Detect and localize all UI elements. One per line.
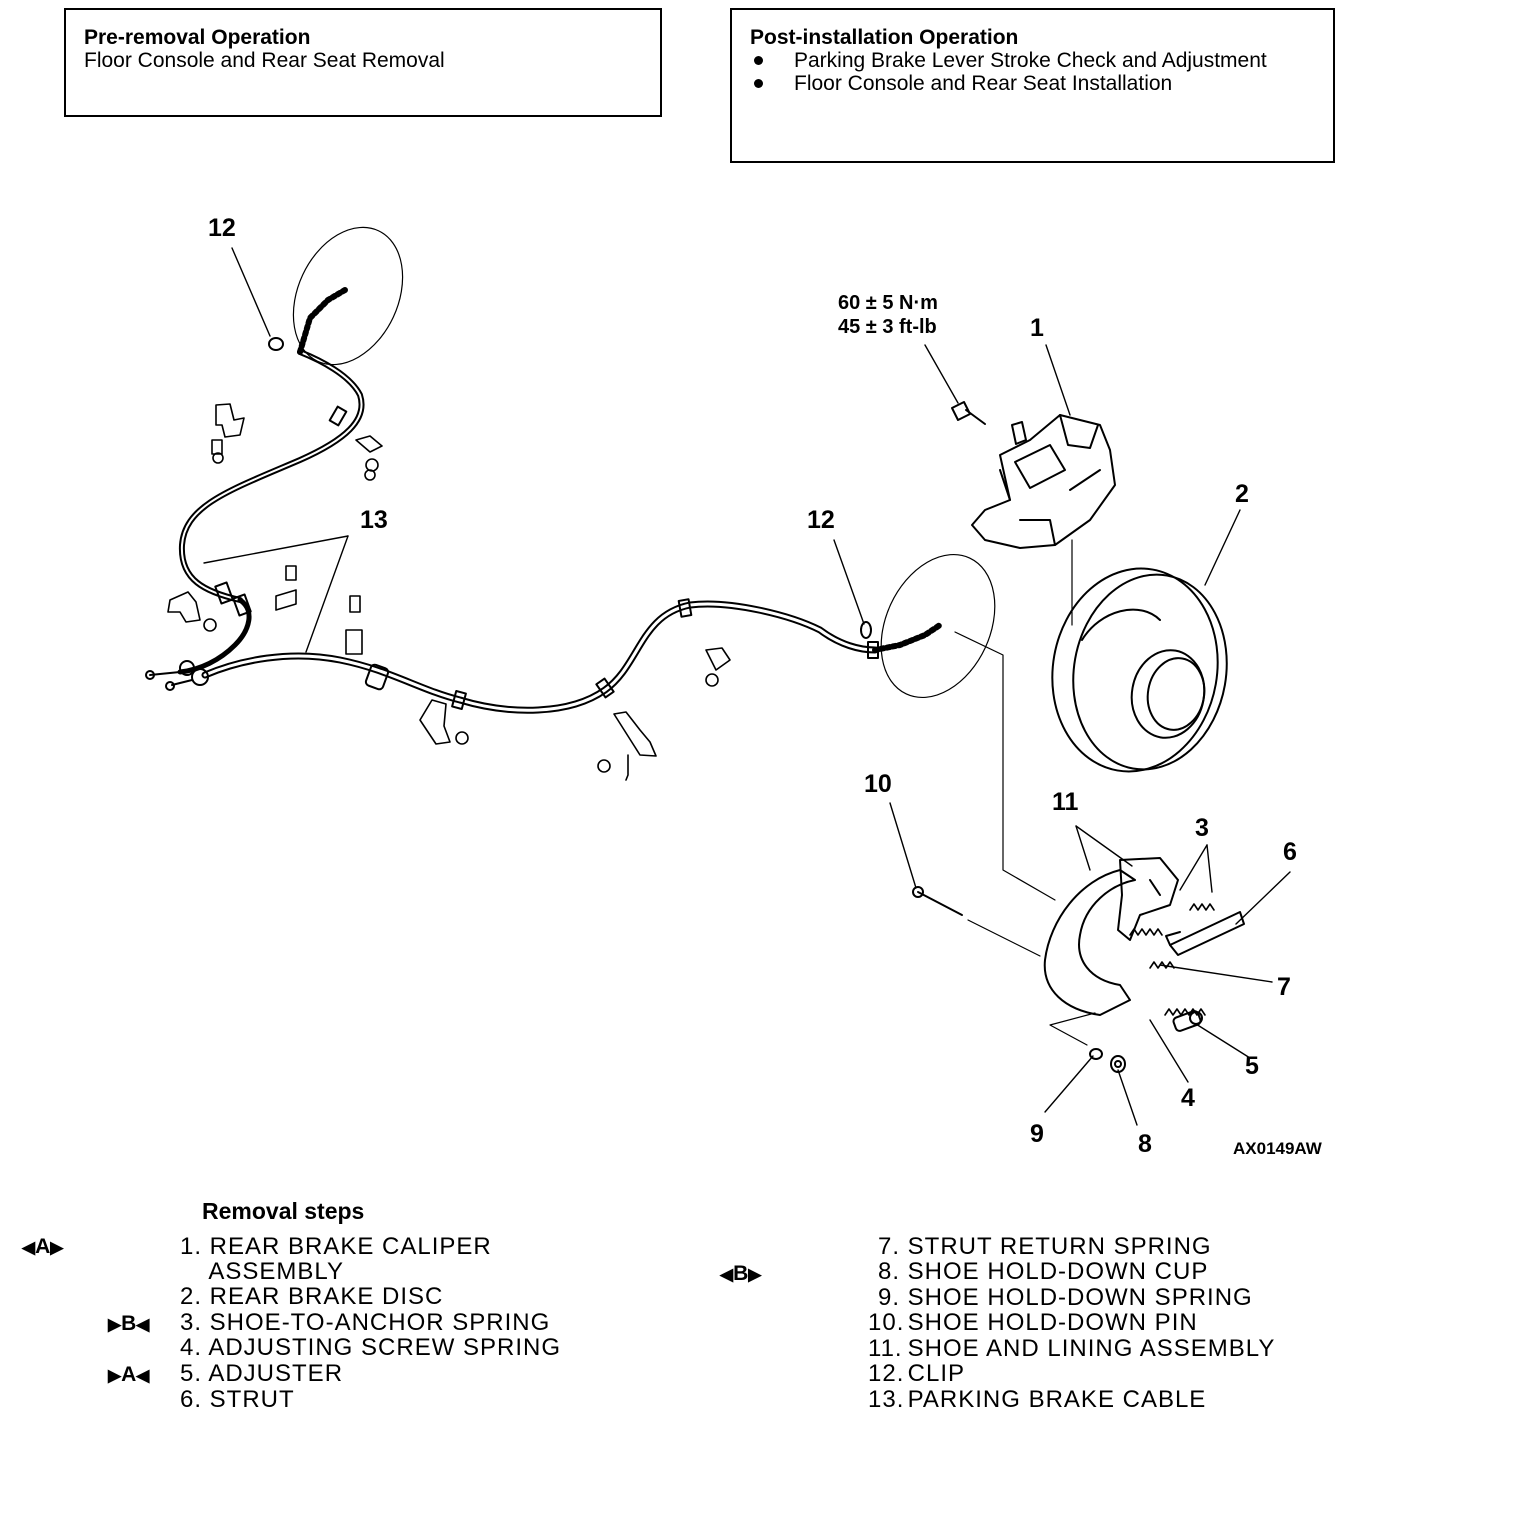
post-installation-item: Parking Brake Lever Stroke Check and Adj…: [750, 49, 1315, 72]
step-item: 10. SHOE HOLD-DOWN PIN: [868, 1309, 1198, 1336]
callout-5: 5: [1245, 1052, 1259, 1080]
cable-brackets: [167, 403, 731, 781]
callout-13: 13: [360, 506, 388, 534]
brake-disc: [1051, 567, 1228, 773]
removal-steps-heading: Removal steps: [202, 1198, 365, 1224]
callout-12-lower: 12: [807, 506, 835, 534]
pre-removal-title: Pre-removal Operation: [84, 26, 311, 49]
left-arrow-icon: ◀: [22, 1238, 36, 1257]
step-item: 3. SHOE-TO-ANCHOR SPRING: [179, 1309, 551, 1336]
pre-removal-box: Pre-removal Operation Floor Console and …: [64, 8, 662, 117]
step-item: 11. SHOE AND LINING ASSEMBLY: [868, 1335, 1276, 1362]
callout-1: 1: [1030, 314, 1044, 342]
callout-2: 2: [1235, 480, 1249, 508]
callout-11: 11: [1052, 788, 1079, 816]
step-item: 8. SHOE HOLD-DOWN CUP: [877, 1258, 1209, 1285]
figure-code: AX0149AW: [1233, 1139, 1323, 1158]
callout-3: 3: [1195, 814, 1209, 842]
post-installation-box: Post-installation Operation Parking Brak…: [730, 8, 1335, 163]
exploded-diagram: 1 2 3 4 5 6 7 8 9 10 11 12 12 13 60 ± 5 …: [145, 214, 1323, 1158]
torque-metric: 60 ± 5 N·m: [838, 292, 938, 314]
callout-9: 9: [1030, 1120, 1044, 1148]
step-item: 12. CLIP: [868, 1360, 966, 1387]
removal-marker-a: ◀A▶: [22, 1235, 64, 1258]
step-item: 6. STRUT: [179, 1386, 295, 1413]
clip-lower: [860, 621, 872, 639]
callout-4: 4: [1181, 1084, 1195, 1112]
callout-10: 10: [864, 770, 892, 798]
pre-removal-item: Floor Console and Rear Seat Removal: [84, 49, 445, 72]
left-arrow-icon: ◀: [136, 1315, 150, 1334]
installation-marker-b: ▶B◀: [108, 1312, 150, 1335]
alignment-lines: [954, 539, 1096, 1046]
step-item: 4. ADJUSTING SCREW SPRING: [179, 1334, 562, 1361]
left-arrow-icon: ◀: [136, 1366, 150, 1385]
detail-circle-lower: [880, 553, 996, 699]
right-arrow-icon: ▶: [108, 1366, 122, 1385]
step-item: 13. PARKING BRAKE CABLE: [868, 1386, 1207, 1413]
right-arrow-icon: ▶: [748, 1265, 762, 1284]
hold-down-spring-and-cup: [1089, 1048, 1126, 1073]
callout-6: 6: [1283, 838, 1297, 866]
post-installation-item-text: Floor Console and Rear Seat Installation: [794, 72, 1173, 95]
hold-down-pin: [912, 886, 963, 916]
post-installation-list: Parking Brake Lever Stroke Check and Adj…: [750, 49, 1315, 95]
step-item: 5. ADJUSTER: [179, 1360, 344, 1387]
callout-12-upper: 12: [208, 214, 236, 242]
left-arrow-icon: ◀: [720, 1265, 734, 1284]
bullet-icon: [754, 56, 763, 65]
step-item: 2. REAR BRAKE DISC: [179, 1283, 444, 1310]
post-installation-title: Post-installation Operation: [750, 26, 1019, 49]
post-installation-item-text: Parking Brake Lever Stroke Check and Adj…: [794, 49, 1267, 72]
parking-brake-cable-left: [145, 287, 365, 680]
shoe-and-lining-assembly: [1043, 857, 1179, 1016]
step-item: 7. STRUT RETURN SPRING: [877, 1233, 1212, 1260]
caliper-bolt: [951, 401, 986, 425]
detail-circle-upper: [292, 226, 404, 366]
step-item: ASSEMBLY: [208, 1258, 344, 1285]
parking-brake-cable-right: [165, 598, 943, 714]
brake-caliper: [971, 414, 1116, 549]
removal-marker-b: ◀B▶: [720, 1262, 762, 1285]
right-arrow-icon: ▶: [108, 1315, 122, 1334]
step-item: 1. REAR BRAKE CALIPER: [179, 1233, 492, 1260]
strut: [1165, 911, 1245, 956]
bullet-icon: [754, 79, 763, 88]
callout-7: 7: [1277, 973, 1291, 1001]
post-installation-item: Floor Console and Rear Seat Installation: [750, 72, 1315, 95]
springs: [1129, 903, 1215, 1016]
callout-8: 8: [1138, 1130, 1152, 1158]
torque-imperial: 45 ± 3 ft-lb: [838, 316, 937, 338]
step-item: 9. SHOE HOLD-DOWN SPRING: [877, 1284, 1253, 1311]
installation-marker-a: ▶A◀: [108, 1363, 150, 1386]
adjuster: [1172, 1010, 1203, 1032]
right-arrow-icon: ▶: [50, 1238, 64, 1257]
leader-lines: [203, 247, 1291, 1126]
clip-upper: [268, 337, 284, 351]
